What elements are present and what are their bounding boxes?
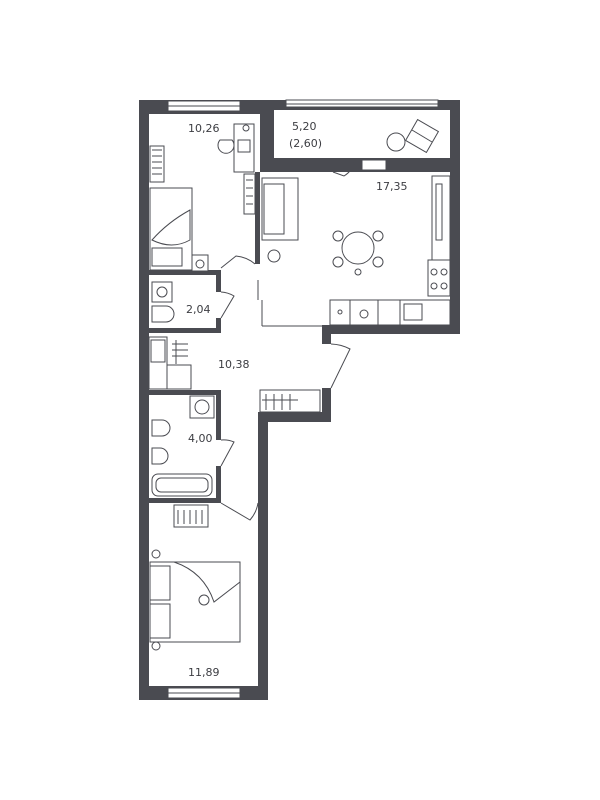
area-bedroom-top: 10,26 xyxy=(188,122,220,135)
windows xyxy=(167,99,439,699)
door-bathroom xyxy=(220,439,235,467)
balcony-table xyxy=(386,132,406,152)
bathtub xyxy=(151,473,213,497)
furniture-bedroom-bottom xyxy=(149,504,241,651)
furniture-bathroom xyxy=(151,395,215,497)
door-bedroom-top xyxy=(220,255,256,269)
furniture-balcony xyxy=(386,118,440,154)
chair xyxy=(217,139,235,154)
area-hall: 10,38 xyxy=(218,358,250,371)
counter-bottom xyxy=(329,299,451,326)
area-bathroom: 4,00 xyxy=(188,432,213,445)
washing-machine xyxy=(194,399,210,415)
room-labels: 10,26 5,20 (2,60) 17,35 2,04 10,38 4,00 … xyxy=(186,120,408,679)
furniture-kitchen xyxy=(261,175,451,326)
washbasin xyxy=(151,447,169,465)
furniture-hall xyxy=(150,339,321,413)
area-balcony-reduced: (2,60) xyxy=(289,137,322,150)
furniture-bedroom-top xyxy=(149,123,256,272)
toilet-bathroom xyxy=(151,419,171,437)
window-kitchen xyxy=(361,159,387,171)
furniture-wc xyxy=(151,281,175,323)
door-kitchen xyxy=(330,343,351,389)
dining-table xyxy=(341,231,375,265)
toilet xyxy=(151,305,175,323)
door-balcony xyxy=(332,159,356,177)
area-wc: 2,04 xyxy=(186,303,211,316)
area-kitchen-living: 17,35 xyxy=(376,180,408,193)
area-bedroom-bottom: 11,89 xyxy=(188,666,220,679)
door-bedroom-bottom xyxy=(220,502,259,521)
stove xyxy=(427,259,451,297)
area-balcony: 5,20 xyxy=(292,120,317,133)
sink xyxy=(403,303,423,321)
doors xyxy=(220,159,356,521)
door-wc xyxy=(220,291,235,319)
